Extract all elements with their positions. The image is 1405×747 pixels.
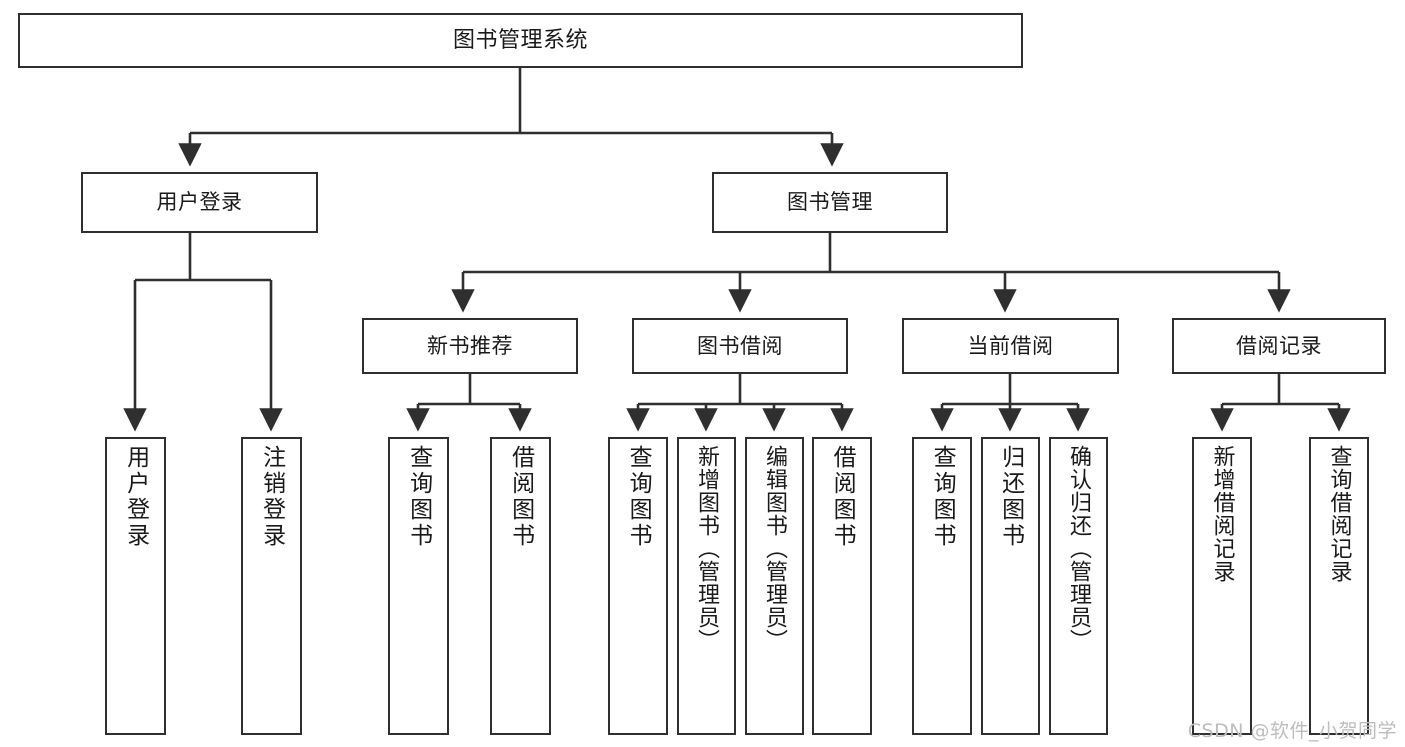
node-new-book-recommend[interactable]: 新书推荐 (362, 318, 578, 374)
node-leaf-query-book-1-label: 查询图书 (405, 445, 432, 549)
node-leaf-edit-book-label: 编辑图书（管理员） (762, 445, 788, 652)
node-user-login[interactable]: 用户登录 (81, 172, 318, 233)
node-leaf-add-book[interactable]: 新增图书（管理员） (677, 437, 736, 735)
node-leaf-borrow-book-2[interactable]: 借阅图书 (812, 437, 872, 735)
node-user-login-label: 用户登录 (156, 190, 243, 215)
node-leaf-add-record-label: 新增借阅记录 (1209, 445, 1235, 583)
node-root[interactable]: 图书管理系统 (18, 13, 1023, 68)
node-borrow-record[interactable]: 借阅记录 (1172, 318, 1386, 374)
node-leaf-confirm-return[interactable]: 确认归还（管理员） (1049, 437, 1108, 735)
node-leaf-edit-book[interactable]: 编辑图书（管理员） (745, 437, 804, 735)
node-leaf-query-book-3-label: 查询图书 (929, 445, 956, 549)
node-leaf-user-logout[interactable]: 注销登录 (241, 437, 302, 735)
node-leaf-borrow-book-2-label: 借阅图书 (829, 445, 856, 549)
node-leaf-add-book-label: 新增图书（管理员） (694, 445, 720, 652)
node-leaf-query-book-2-label: 查询图书 (625, 445, 652, 549)
node-book-manage[interactable]: 图书管理 (712, 172, 948, 233)
node-leaf-query-record[interactable]: 查询借阅记录 (1309, 437, 1369, 735)
node-leaf-user-login[interactable]: 用户登录 (105, 437, 166, 735)
node-leaf-confirm-return-label: 确认归还（管理员） (1066, 445, 1092, 652)
node-leaf-query-book-3[interactable]: 查询图书 (912, 437, 972, 735)
node-leaf-query-record-label: 查询借阅记录 (1326, 445, 1352, 583)
node-leaf-user-logout-label: 注销登录 (258, 445, 285, 549)
node-root-label: 图书管理系统 (452, 27, 588, 53)
node-current-borrow-label: 当前借阅 (967, 333, 1054, 358)
node-leaf-return-book-label: 归还图书 (997, 445, 1024, 549)
node-new-book-recommend-label: 新书推荐 (427, 333, 513, 358)
node-book-manage-label: 图书管理 (787, 190, 873, 215)
node-current-borrow[interactable]: 当前借阅 (902, 318, 1119, 374)
node-leaf-query-book-1[interactable]: 查询图书 (388, 437, 449, 735)
node-leaf-borrow-book-1[interactable]: 借阅图书 (490, 437, 551, 735)
node-leaf-query-book-2[interactable]: 查询图书 (608, 437, 668, 735)
node-leaf-user-login-label: 用户登录 (122, 445, 149, 549)
node-book-borrow-label: 图书借阅 (697, 333, 783, 358)
node-leaf-borrow-book-1-label: 借阅图书 (507, 445, 534, 549)
node-leaf-return-book[interactable]: 归还图书 (981, 437, 1040, 735)
node-borrow-record-label: 借阅记录 (1236, 333, 1322, 358)
node-book-borrow[interactable]: 图书借阅 (632, 318, 848, 374)
node-leaf-add-record[interactable]: 新增借阅记录 (1192, 437, 1252, 735)
